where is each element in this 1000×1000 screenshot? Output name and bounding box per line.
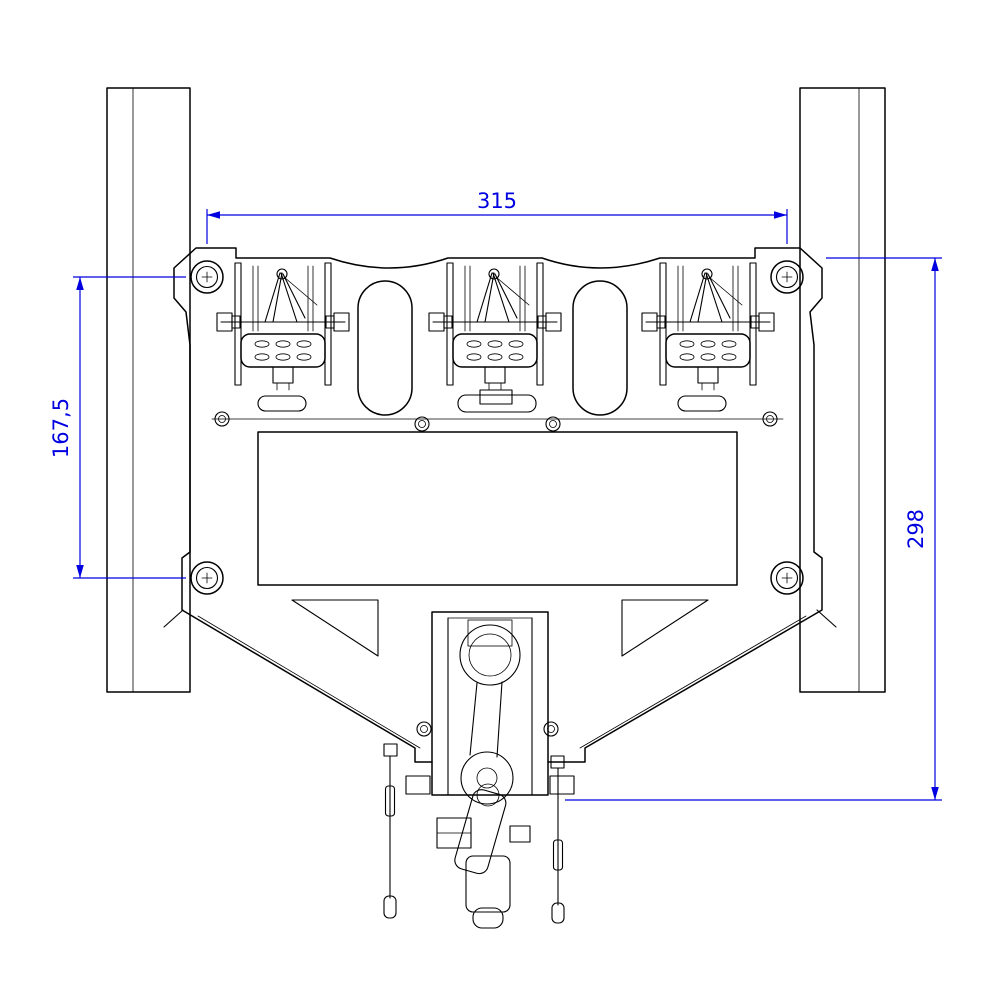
right-rail: [799, 87, 886, 693]
main-plate: [163, 247, 837, 795]
center-cutout: [257, 431, 738, 586]
screw-bottom-right: [543, 721, 559, 737]
slot-small-center-insert: [479, 389, 513, 405]
plate-outline: [173, 247, 823, 763]
slot-small-right: [677, 395, 727, 412]
dimension-right-height-label: 298: [904, 509, 928, 549]
mounting-hole-top-right: [770, 260, 804, 294]
arrowhead-left-icon: [207, 211, 220, 219]
cutout-triangle-right: [621, 599, 709, 657]
arrowhead-right-icon: [774, 211, 787, 219]
screw-bottom-left: [416, 721, 432, 737]
hex-fitting-left: [405, 775, 431, 795]
cable-left: [383, 743, 398, 919]
arrowhead-up-icon: [931, 258, 939, 271]
slot-small-center: [457, 394, 537, 413]
center-mechanism: [431, 611, 549, 929]
cutout-triangle-left: [291, 599, 379, 657]
pedal-assembly-right: [641, 262, 775, 391]
dimension-top-width-label: 315: [477, 189, 517, 213]
left-rail: [106, 87, 191, 693]
dimension-right-height: 298: [565, 257, 942, 801]
cable-right: [550, 755, 565, 924]
arrowhead-down-icon: [931, 787, 939, 800]
mounting-hole-bottom-left: [190, 561, 224, 595]
dimension-top-width: 315: [206, 189, 788, 244]
slot-right: [572, 280, 628, 416]
mounting-hole-bottom-right: [770, 561, 804, 595]
damper: [436, 783, 531, 929]
arrowhead-up-icon: [76, 277, 84, 290]
pedal-assembly-center: [428, 262, 562, 391]
slot-small-left: [257, 395, 307, 412]
pedal-assembly-left: [216, 262, 350, 391]
arrowhead-down-icon: [76, 565, 84, 578]
dimension-left-height-label: 167,5: [49, 398, 73, 458]
slot-left: [357, 280, 413, 416]
mounting-hole-top-left: [190, 260, 224, 294]
hex-fitting-right: [549, 775, 575, 795]
dimension-left-height: 167,5: [49, 276, 186, 579]
